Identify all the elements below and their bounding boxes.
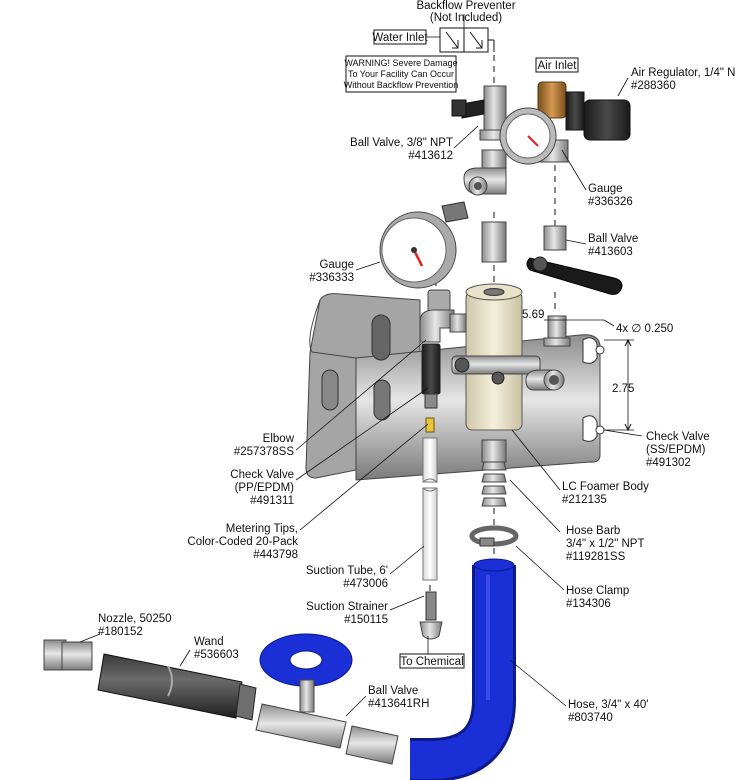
lc-body-label-1: LC Foamer Body: [562, 481, 649, 493]
ball-valve-38-label-2: #413612: [408, 150, 453, 162]
metering-tip: [425, 417, 435, 433]
check-valve-ss-label-3: #491302: [646, 457, 691, 469]
hose-label-2: #803740: [568, 712, 613, 724]
dimension-lines: [544, 319, 634, 432]
check-valve-pp-label-1: Check Valve: [230, 469, 294, 481]
leader-lines: [79, 14, 643, 717]
wand-536603: [97, 653, 257, 721]
air-regulator: [537, 81, 631, 163]
ball-valve-413641rh: [255, 633, 399, 765]
wand-label-2: #536603: [194, 649, 239, 661]
check-valve-pp: [421, 343, 441, 409]
suction-tube: [422, 437, 438, 581]
hose-barb-label-3: #119281SS: [566, 551, 626, 563]
ball-valve-38-label-1: Ball Valve, 3/8" NPT: [350, 137, 453, 149]
warning-line-2: To Your Facility Can Occur: [348, 69, 454, 79]
to-chemical-box: [399, 653, 465, 669]
backflow-label-2: (Not Included): [430, 12, 502, 24]
elbow-label-2: #257378SS: [234, 446, 294, 458]
suction-tube-label-2: #473006: [343, 578, 388, 590]
air-regulator-label-1: Air Regulator, 1/4" NPT: [631, 67, 736, 79]
hose-label-1: Hose, 3/4" x 40': [568, 699, 648, 711]
hose-clamp: [469, 525, 519, 547]
lc-body-label-2: #212135: [562, 494, 607, 506]
check-valve-ss-label-1: Check Valve: [646, 431, 710, 443]
warning-line-3: Without Backflow Prevention: [344, 80, 459, 90]
suction-tube-label-1: Suction Tube, 6': [306, 565, 388, 577]
gauge-336333-label-2: #336333: [309, 272, 354, 284]
check-valve-ss-label-2: (SS/EPDM): [646, 444, 706, 456]
ball-valve-413612: [451, 85, 511, 141]
warning-box: WARNING! Severe Damage To Your Facility …: [344, 55, 459, 93]
metering-label-1: Metering Tips,: [226, 523, 298, 535]
elbow-257378ss: [419, 309, 467, 343]
nozzle-50250: [43, 639, 93, 671]
suction-strainer-label-2: #150115: [344, 614, 388, 626]
nozzle-label-1: Nozzle, 50250: [98, 613, 172, 625]
backflow-preventer-symbol: [439, 27, 495, 53]
water-inlet-label: Water Inlet: [372, 29, 440, 45]
ball-valve-413603-label-1: Ball Valve: [588, 233, 638, 245]
hose-barb-label-1: Hose Barb: [566, 525, 620, 537]
hose-clamp-label-1: Hose Clamp: [566, 585, 629, 597]
blue-hose: [410, 558, 516, 780]
dimension-275: 2.75: [612, 383, 634, 395]
ball-valve-rh-label-2: #413641RH: [368, 698, 429, 710]
wand-label-1: Wand: [194, 636, 224, 648]
suction-strainer-label-1: Suction Strainer: [306, 601, 388, 613]
tee-fitting: [441, 149, 507, 263]
hose-clamp-label-2: #134306: [566, 598, 611, 610]
metering-label-2: Color-Coded 20-Pack: [187, 536, 298, 548]
check-valve-pp-label-2: (PP/EPDM): [235, 482, 295, 494]
elbow-label-1: Elbow: [263, 433, 295, 445]
warning-line-1: WARNING! Severe Damage: [344, 58, 457, 68]
metering-label-3: #443798: [253, 549, 298, 561]
check-valve-ss: [525, 315, 571, 391]
lc-foamer-body: [451, 283, 541, 431]
ball-valve-rh-label-1: Ball Valve: [368, 685, 418, 697]
to-chemical-label: To Chemical: [400, 656, 463, 668]
nozzle-label-2: #180152: [98, 626, 143, 638]
air-inlet-text: Air Inlet: [538, 60, 578, 72]
callout-labels: Backflow Preventer (Not Included) Air Re…: [98, 0, 736, 724]
gauge-336333: [379, 211, 457, 289]
air-regulator-label-2: #288360: [631, 80, 676, 92]
water-inlet-text: Water Inlet: [372, 32, 428, 44]
gauge-336326: [499, 107, 557, 165]
gauge-336326-label-2: #336326: [588, 196, 633, 208]
check-valve-pp-label-3: #491311: [250, 495, 294, 507]
backflow-label-1: Backflow Preventer: [416, 0, 515, 12]
gauge-336326-label-1: Gauge: [588, 183, 623, 195]
hose-barb: [481, 439, 507, 507]
dimension-569: 5.69: [522, 309, 544, 321]
ball-valve-413603-label-2: #413603: [588, 246, 633, 258]
air-inlet-label: Air Inlet: [535, 57, 579, 73]
ball-valve-413603: [526, 225, 623, 295]
dimension-holes: 4x ∅ 0.250: [616, 323, 673, 335]
gauge-336333-label-1: Gauge: [319, 259, 354, 271]
suction-strainer: [419, 591, 443, 640]
hose-barb-label-2: 3/4" x 1/2" NPT: [566, 538, 644, 550]
